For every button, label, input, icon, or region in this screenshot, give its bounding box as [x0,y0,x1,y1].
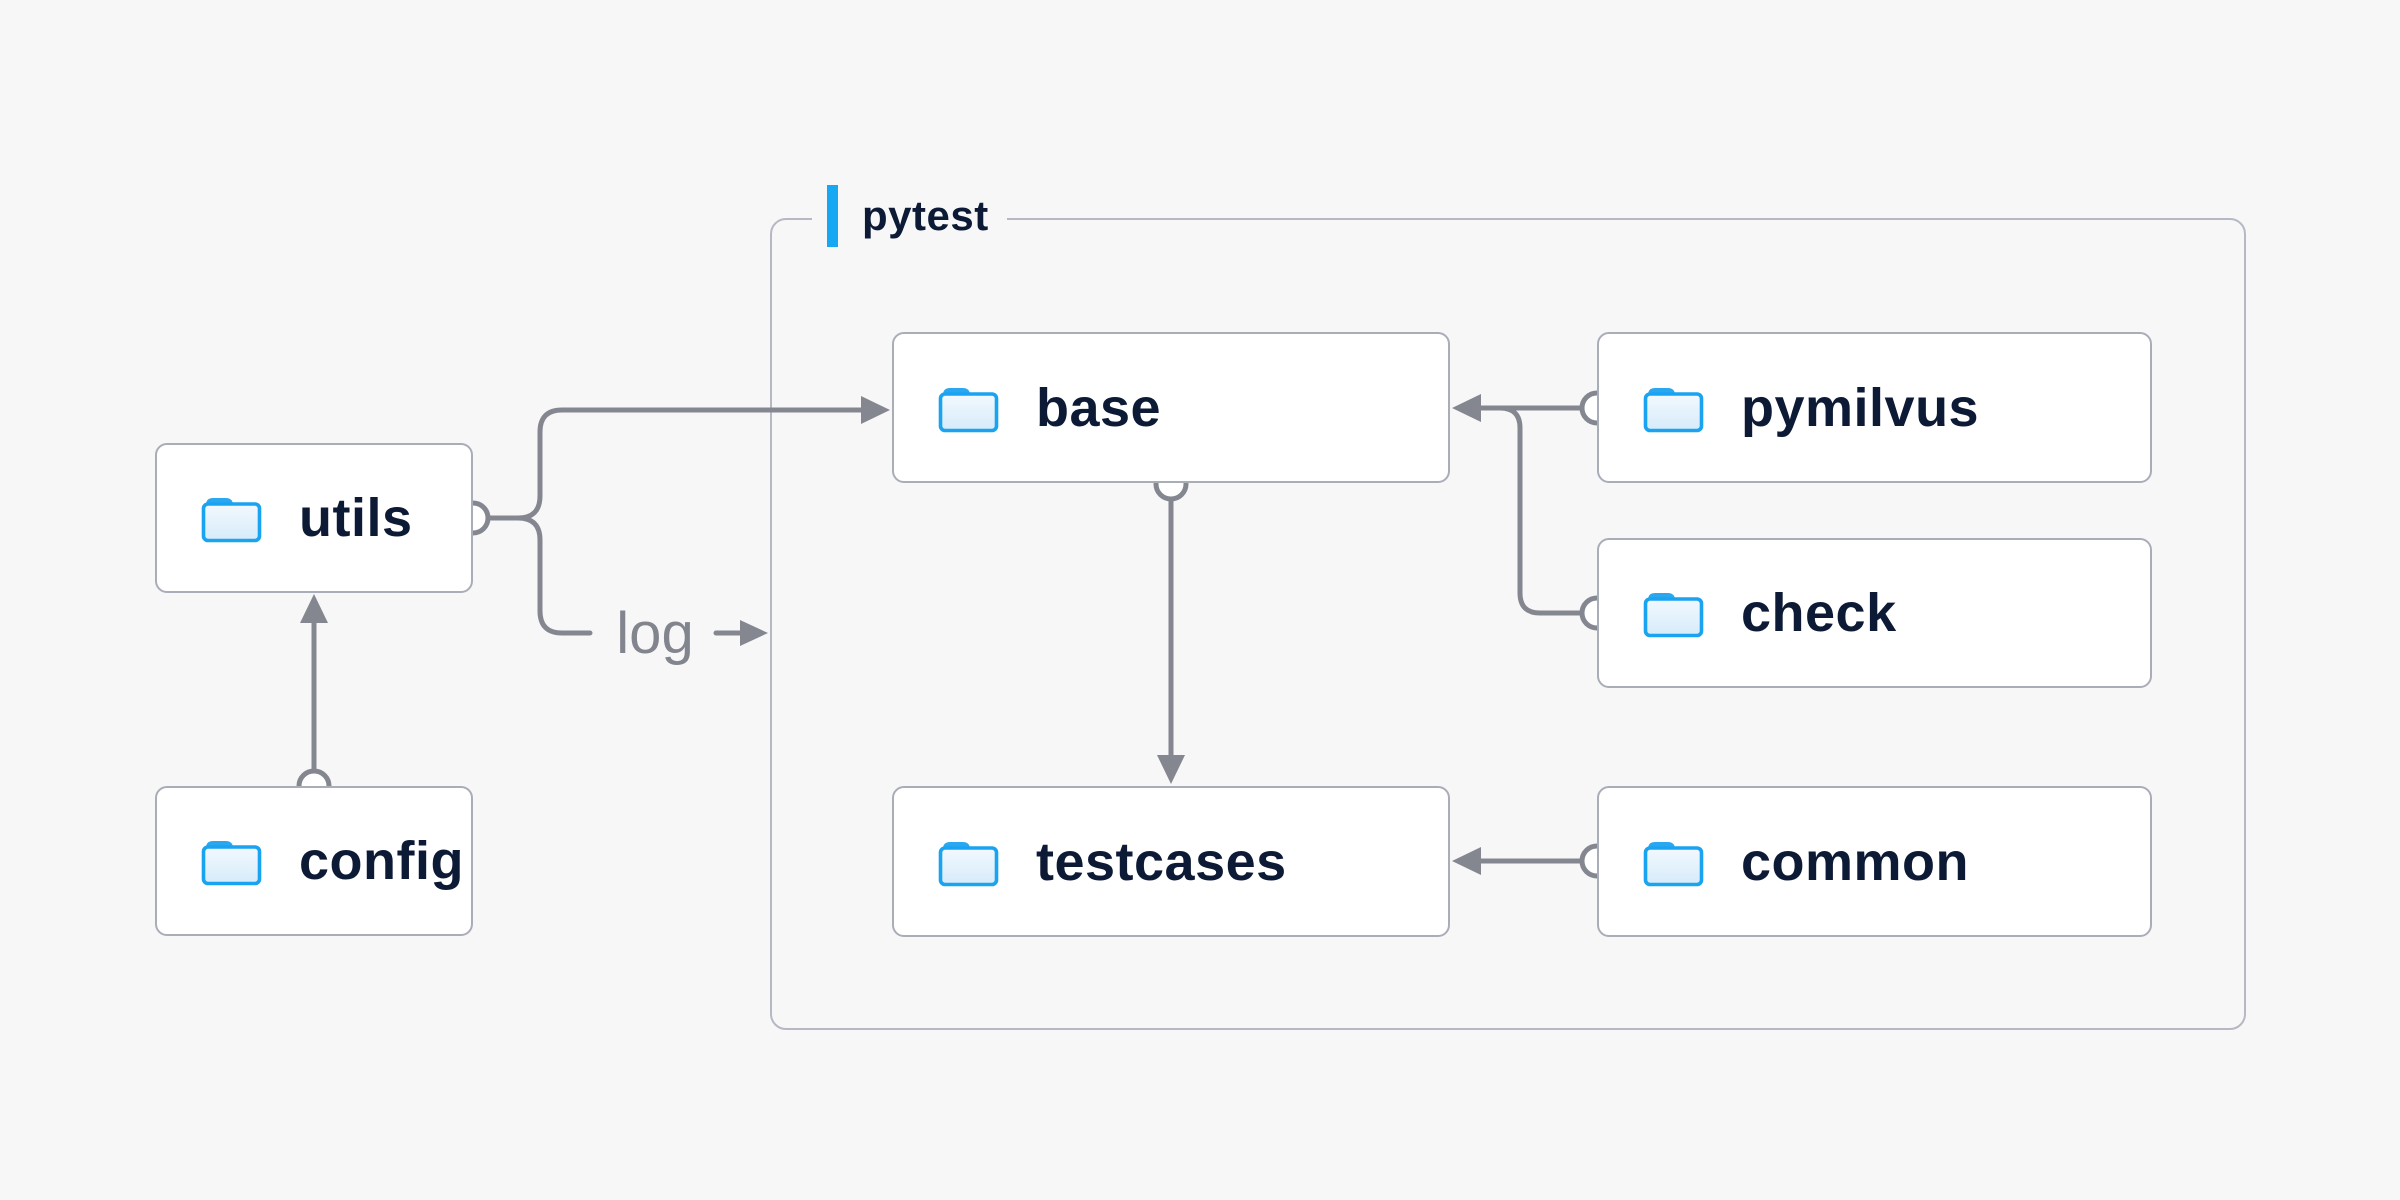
node-testcases: testcases [892,786,1450,937]
node-label: common [1741,831,1970,892]
node-check: check [1597,538,2152,688]
accent-bar [827,185,838,247]
node-label: testcases [1036,831,1287,892]
node-label: pymilvus [1741,377,1980,438]
folder-icon [1643,841,1704,886]
folder-icon [938,841,999,886]
node-utils: utils [155,443,473,593]
folder-icon [1643,593,1704,638]
node-base: base [892,332,1450,483]
node-label: base [1036,377,1162,438]
folder-icon [938,387,999,432]
node-label: config [299,831,464,891]
folder-icon [201,498,262,543]
node-label: check [1741,583,1897,643]
node-common: common [1597,786,2152,937]
node-label: utils [299,488,413,548]
pytest-container-label: pytest [812,184,1007,248]
node-config: config [155,786,473,936]
folder-icon [201,841,262,886]
pytest-container [770,218,2246,1030]
pytest-container-title: pytest [862,192,989,239]
edge-arrowhead [740,620,768,646]
folder-icon [1643,387,1704,432]
edge-line [515,515,593,636]
node-pymilvus: pymilvus [1597,332,2152,483]
edge-config-to-utils [296,594,332,804]
edge-arrowhead [300,594,328,623]
edge-label-log: log [616,600,694,666]
